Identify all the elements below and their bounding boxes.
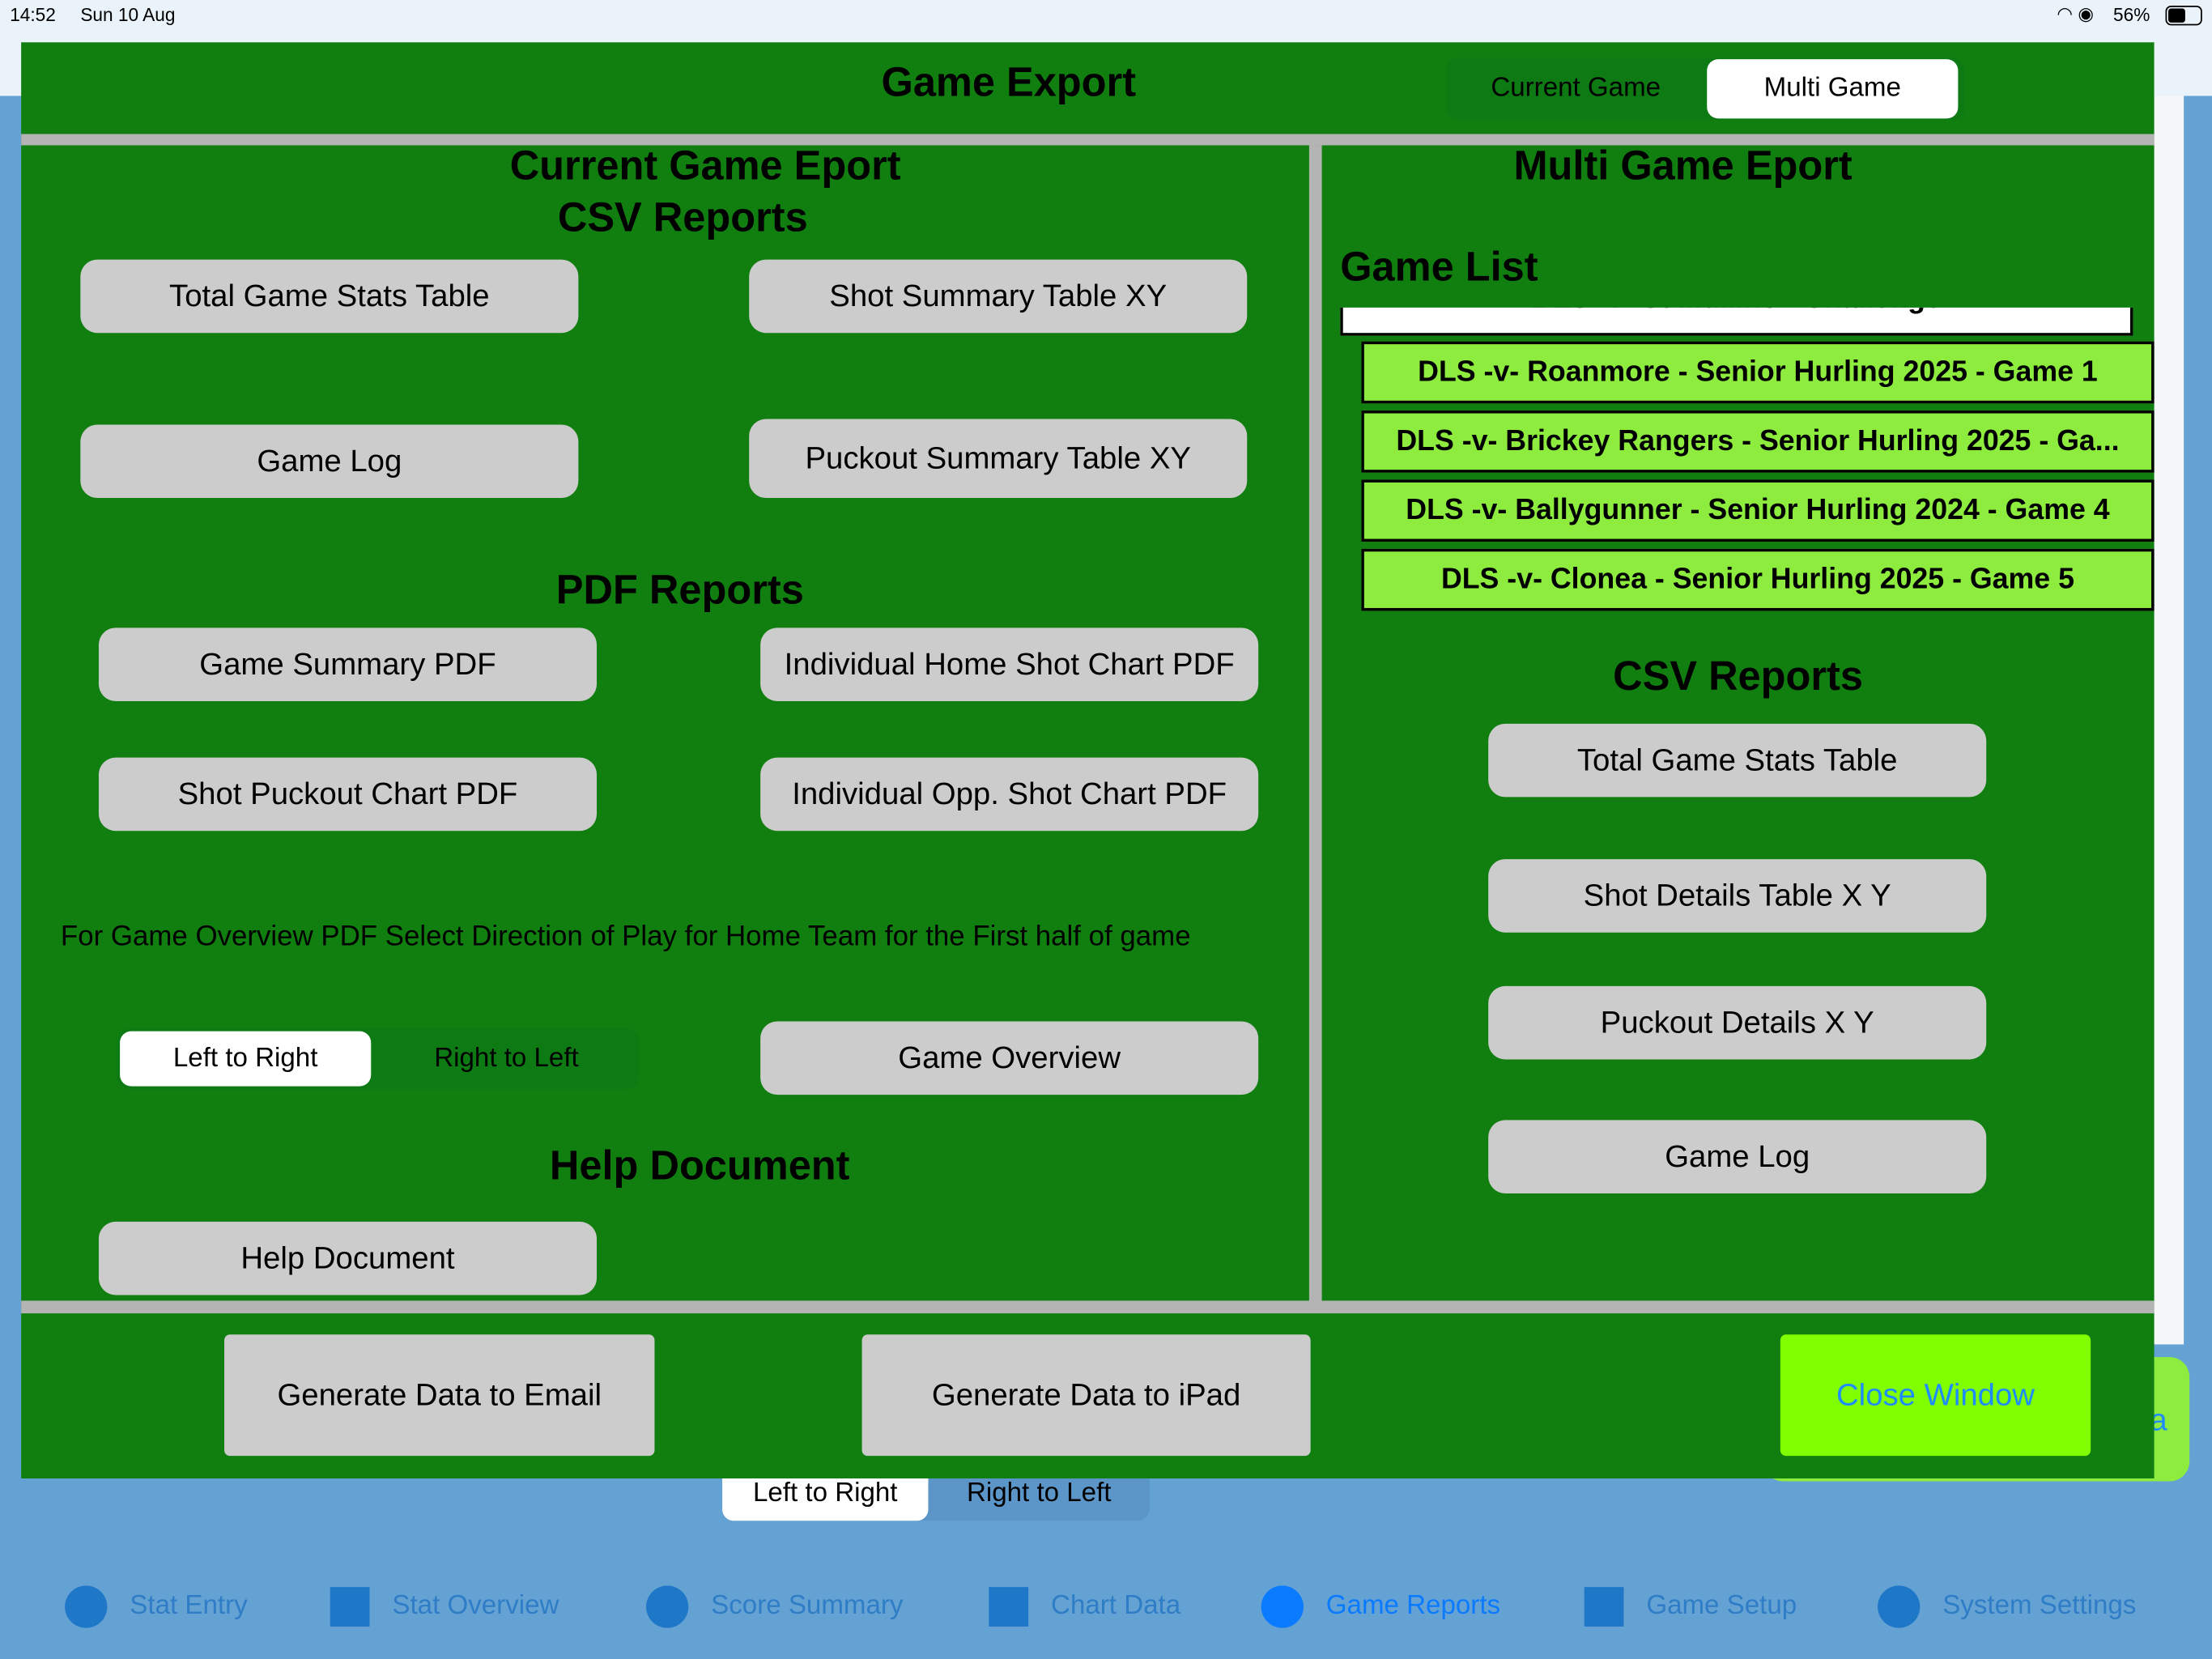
status-time: 14:52 xyxy=(10,4,56,26)
close-window-button[interactable]: Close Window xyxy=(1780,1334,2091,1457)
game-list[interactable]: DLS -v- St Mullins - Challenge xyxy=(1340,307,2136,615)
generate-ipad-button[interactable]: Generate Data to iPad xyxy=(861,1334,1311,1457)
game-overview-button[interactable]: Game Overview xyxy=(760,1021,1259,1095)
wifi-icon: ◠ ◉ xyxy=(2057,2,2095,24)
pdf-reports-heading: PDF Reports xyxy=(555,568,804,614)
segment-multi-game[interactable]: Multi Game xyxy=(1707,59,1959,119)
tab-label: Chart Data xyxy=(1051,1591,1181,1621)
help-document-button[interactable]: Help Document xyxy=(98,1221,598,1295)
modal-title: Game Export xyxy=(881,60,1137,106)
game-list-row-selected[interactable]: DLS -v- Roanmore - Senior Hurling 2025 -… xyxy=(1361,341,2155,404)
segment-left-to-right[interactable]: Left to Right xyxy=(120,1031,372,1087)
home-shot-chart-pdf-button[interactable]: Individual Home Shot Chart PDF xyxy=(760,627,1259,701)
divider xyxy=(21,1300,2155,1314)
direction-segment: Left to Right Right to Left xyxy=(117,1028,640,1090)
circle-icon xyxy=(1878,1585,1921,1628)
direction-note: For Game Overview PDF Select Direction o… xyxy=(60,921,1191,953)
tab-chart-data[interactable]: Chart Data xyxy=(989,1585,1261,1627)
help-heading: Help Document xyxy=(549,1144,850,1189)
tab-bar: Stat Entry Stat Overview Score Summary C… xyxy=(65,1585,2188,1628)
tab-score-summary[interactable]: Score Summary xyxy=(645,1585,989,1628)
shot-puckout-chart-pdf-button[interactable]: Shot Puckout Chart PDF xyxy=(98,757,598,832)
segment-right-to-left[interactable]: Right to Left xyxy=(434,1043,579,1074)
tab-label: System Settings xyxy=(1942,1591,2137,1621)
circle-icon xyxy=(65,1585,108,1628)
game-log-button[interactable]: Game Log xyxy=(80,424,579,499)
mode-segment: Current Game Multi Game xyxy=(1445,57,1966,121)
total-game-stats-button[interactable]: Total Game Stats Table xyxy=(80,259,579,334)
game-export-modal: Game Export Current Game Multi Game Curr… xyxy=(21,42,2155,1478)
tab-label: Score Summary xyxy=(711,1591,904,1621)
tab-game-reports[interactable]: Game Reports xyxy=(1261,1585,1585,1628)
tab-stat-overview[interactable]: Stat Overview xyxy=(330,1585,646,1627)
opp-shot-chart-pdf-button[interactable]: Individual Opp. Shot Chart PDF xyxy=(760,757,1259,832)
background-segment-right: Right to Left xyxy=(966,1478,1112,1508)
segment-current-game[interactable]: Current Game xyxy=(1491,73,1661,104)
tab-system-settings[interactable]: System Settings xyxy=(1878,1585,2188,1628)
tab-label: Stat Overview xyxy=(392,1591,559,1621)
multi-puckout-details-button[interactable]: Puckout Details X Y xyxy=(1488,985,1987,1060)
circle-icon xyxy=(645,1585,689,1628)
tab-label: Game Reports xyxy=(1325,1591,1501,1621)
tab-label: Stat Entry xyxy=(130,1591,248,1621)
multi-game-log-button[interactable]: Game Log xyxy=(1488,1120,1987,1194)
puckout-summary-button[interactable]: Puckout Summary Table XY xyxy=(749,419,1248,499)
shot-summary-button[interactable]: Shot Summary Table XY xyxy=(749,259,1248,334)
game-list-heading: Game List xyxy=(1340,245,1538,291)
game-list-row-selected[interactable]: DLS -v- Clonea - Senior Hurling 2025 - G… xyxy=(1361,548,2155,611)
square-icon xyxy=(1584,1587,1624,1627)
tab-game-setup[interactable]: Game Setup xyxy=(1584,1585,1878,1627)
csv-reports-heading: CSV Reports xyxy=(557,196,808,241)
square-icon xyxy=(989,1587,1029,1627)
battery-icon xyxy=(2165,5,2202,26)
multi-total-game-stats-button[interactable]: Total Game Stats Table xyxy=(1488,723,1987,798)
game-summary-pdf-button[interactable]: Game Summary PDF xyxy=(98,627,598,701)
status-bar: 14:52 Sun 10 Aug ◠ ◉ 56% xyxy=(0,0,2212,34)
battery-percent: 56% xyxy=(2113,4,2150,26)
circle-icon xyxy=(1261,1585,1304,1628)
generate-email-button[interactable]: Generate Data to Email xyxy=(224,1334,655,1457)
game-list-row[interactable]: DLS -v- St Mullins - Challenge xyxy=(1340,307,2133,336)
divider xyxy=(1308,145,1322,1305)
game-list-row-selected[interactable]: DLS -v- Brickey Rangers - Senior Hurling… xyxy=(1361,410,2155,473)
game-list-row-selected[interactable]: DLS -v- Ballygunner - Senior Hurling 202… xyxy=(1361,479,2155,542)
game-label: DLS -v- St Mullins - Challenge xyxy=(1532,308,1942,316)
multi-shot-details-button[interactable]: Shot Details Table X Y xyxy=(1488,859,1987,933)
multi-csv-heading: CSV Reports xyxy=(1613,654,1863,700)
sheet-background xyxy=(2154,96,2184,1345)
square-icon xyxy=(330,1587,370,1627)
divider xyxy=(21,134,2155,146)
background-button-label: a xyxy=(2150,1402,2167,1438)
tab-label: Game Setup xyxy=(1646,1591,1797,1621)
status-date: Sun 10 Aug xyxy=(80,4,176,26)
multi-game-heading: Multi Game Eport xyxy=(1513,143,1853,189)
tab-stat-entry[interactable]: Stat Entry xyxy=(65,1585,330,1628)
current-game-heading: Current Game Eport xyxy=(509,143,901,189)
